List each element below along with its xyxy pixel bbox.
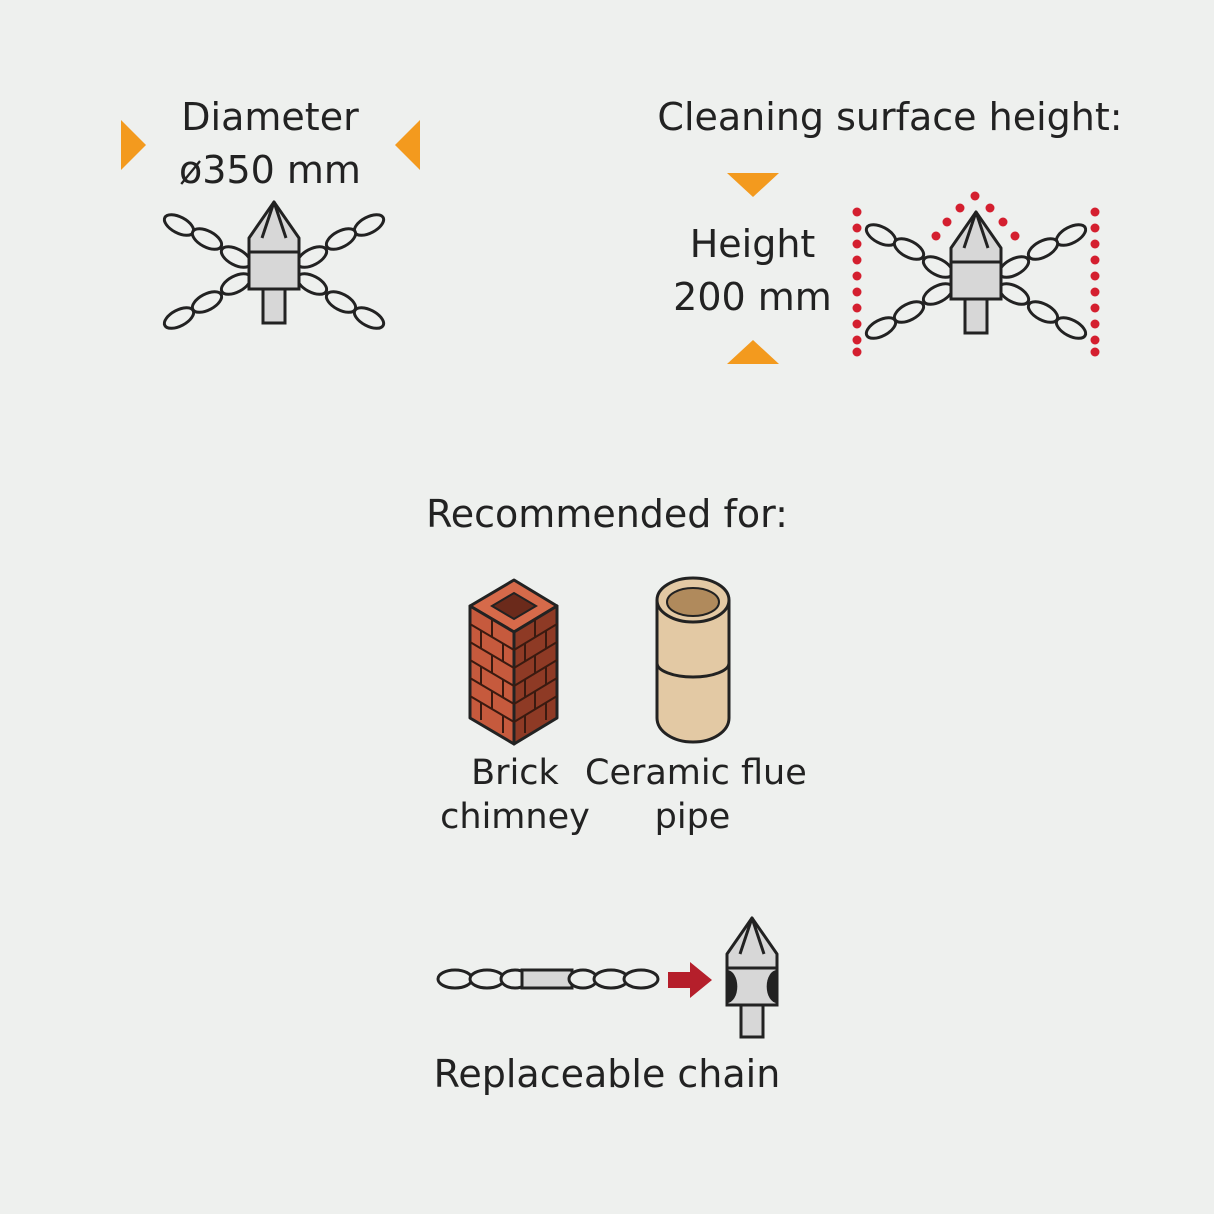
height-arrow-bottom (727, 340, 779, 364)
diameter-arrow-right (395, 120, 420, 170)
ceramic-label-line2: pipe (654, 797, 731, 837)
brick-label-line1: Brick (471, 753, 559, 793)
height-value: 200 mm (673, 275, 832, 319)
cleaning-area-dots (852, 191, 1100, 357)
ceramic-pipe-icon (655, 576, 731, 744)
diameter-value: ø350 mm (179, 148, 361, 192)
height-arrow-top (727, 173, 779, 197)
replaceable-chain-icon (436, 968, 660, 990)
diameter-label: Diameter (181, 95, 359, 139)
cleaning-title: Cleaning surface height: (657, 95, 1123, 139)
ceramic-label-line1: Ceramic flue (585, 753, 807, 793)
brush-head-icon (725, 916, 779, 1039)
red-arrow-icon (668, 962, 712, 998)
height-label: Height (689, 222, 816, 266)
brick-label-line2: chimney (440, 797, 590, 837)
recommended-title: Recommended for: (426, 492, 788, 536)
replaceable-chain-label: Replaceable chain (433, 1052, 781, 1096)
brush-diameter-icon (161, 202, 387, 333)
brush-height-icon (863, 212, 1089, 343)
diameter-arrow-left (121, 120, 146, 170)
brick-chimney-icon (468, 578, 559, 746)
